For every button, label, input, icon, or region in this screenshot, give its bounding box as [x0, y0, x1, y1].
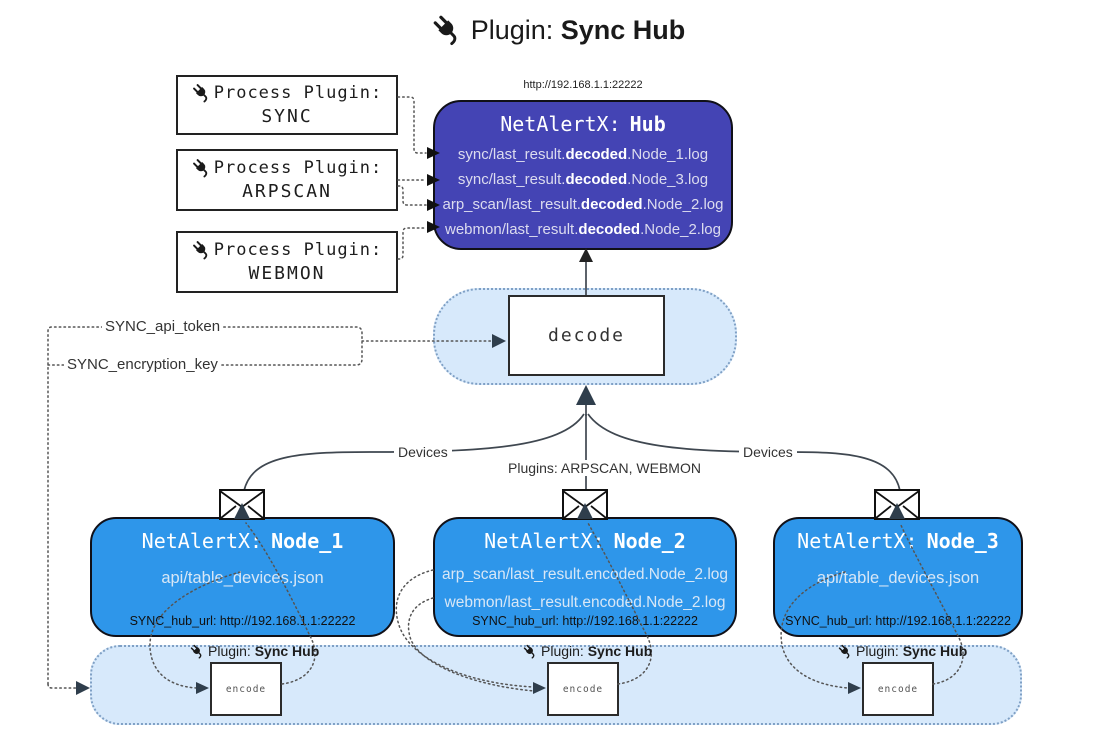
plug-icon — [190, 644, 205, 659]
process-plugin-name: SYNC — [261, 106, 313, 127]
decode-fan-arrowhead — [576, 385, 596, 405]
title-name: Sync Hub — [560, 14, 686, 45]
encode-plugin-label: Plugin: Sync Hub — [523, 643, 652, 659]
hub-input-arrowhead — [579, 248, 593, 262]
edge-label-devices-right: Devices — [739, 444, 797, 460]
edge-label-devices-left: Devices — [394, 444, 452, 460]
title-prefix: Plugin: — [470, 14, 554, 45]
node-box-node-1: NetAlertX:Node_1 api/table_devices.json … — [90, 517, 395, 637]
envelope-icon — [874, 489, 920, 520]
edge-label-plugins: Plugins: ARPSCAN, WEBMON — [504, 460, 705, 476]
node-box-node-3: NetAlertX:Node_3 api/table_devices.json … — [773, 517, 1023, 637]
process-plugin-label: Process Plugin: — [213, 158, 383, 178]
plug-icon — [192, 158, 212, 178]
setting-sync-api-token: SYNC_api_token — [102, 318, 224, 335]
process-plugin-box-sync: Process Plugin: SYNC — [176, 75, 398, 135]
encode-box: encode — [547, 662, 619, 716]
hub-log-line: sync/last_result.decoded.Node_1.log — [457, 146, 709, 163]
plug-icon — [192, 240, 212, 260]
plug-icon — [432, 14, 464, 46]
encode-plugin-label: Plugin: Sync Hub — [190, 643, 319, 659]
node-box-node-2: NetAlertX:Node_2 arp_scan/last_result.en… — [433, 517, 737, 637]
node-title: NetAlertX:Node_2 — [484, 529, 686, 553]
plug-icon — [192, 83, 212, 103]
encode-panel-arrowhead — [76, 681, 90, 695]
diagram-title-text: Plugin: Sync Hub — [471, 15, 686, 46]
envelope-icon — [562, 489, 608, 520]
hub-title-name: Hub — [629, 112, 666, 136]
envelope-icon — [219, 489, 265, 520]
encode-box: encode — [862, 662, 934, 716]
encode-box: encode — [210, 662, 282, 716]
hub-url: http://192.168.1.1:22222 — [523, 79, 643, 91]
decode-box: decode — [508, 295, 665, 376]
hub-log-line: arp_scan/last_result.decoded.Node_2.log — [442, 196, 724, 213]
node-hub-url: SYNC_hub_url: http://192.168.1.1:22222 — [129, 614, 356, 628]
node-hub-url: SYNC_hub_url: http://192.168.1.1:22222 — [472, 614, 698, 628]
hub-box: NetAlertX: Hub sync/last_result.decoded.N… — [433, 100, 733, 250]
node-log-line: api/table_devices.json — [161, 569, 324, 587]
process-plugin-box-webmon: Process Plugin: WEBMON — [176, 231, 398, 293]
plugin-to-hub-edges — [397, 96, 427, 260]
plug-icon — [523, 644, 538, 659]
diagram-title: Plugin: Sync Hub — [0, 14, 1117, 46]
hub-log-list: sync/last_result.decoded.Node_1.log sync… — [435, 142, 731, 242]
plug-icon — [838, 644, 853, 659]
process-plugin-name: ARPSCAN — [242, 181, 332, 202]
process-plugin-name: WEBMON — [248, 263, 326, 284]
node-log-line: api/table_devices.json — [816, 569, 980, 587]
hub-title-prefix: NetAlertX: — [500, 112, 621, 136]
devices-edges — [243, 403, 901, 492]
node-title: NetAlertX:Node_3 — [797, 529, 999, 553]
process-plugin-box-arpscan: Process Plugin: ARPSCAN — [176, 149, 398, 211]
setting-sync-encryption-key: SYNC_encryption_key — [64, 356, 221, 373]
hub-log-line: sync/last_result.decoded.Node_3.log — [457, 171, 709, 188]
hub-title: NetAlertX: Hub — [435, 110, 731, 138]
process-plugin-label: Process Plugin: — [213, 83, 383, 103]
node-hub-url: SYNC_hub_url: http://192.168.1.1:22222 — [785, 614, 1011, 628]
encode-plugin-label: Plugin: Sync Hub — [838, 643, 967, 659]
hub-log-line: webmon/last_result.decoded.Node_2.log — [445, 221, 721, 238]
node-title: NetAlertX:Node_1 — [141, 529, 344, 553]
process-plugin-label: Process Plugin: — [213, 240, 383, 260]
